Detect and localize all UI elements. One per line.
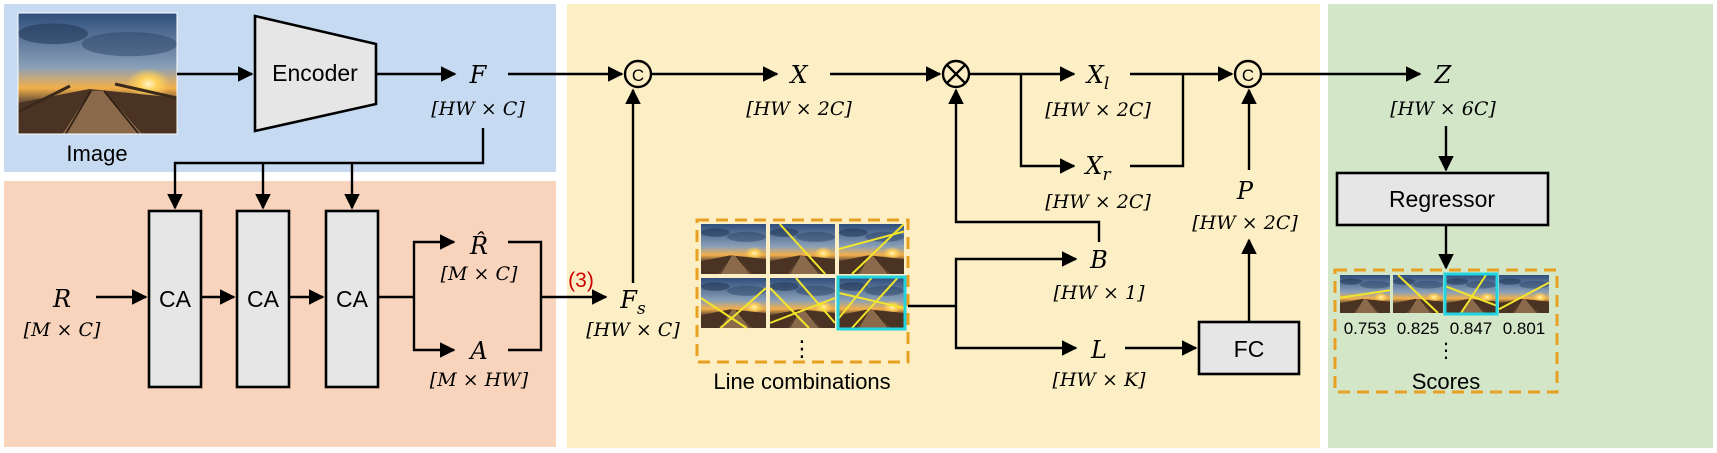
connectors [96,66,1454,358]
encoder-block [253,14,378,133]
equation-reference: (3) [568,269,594,292]
svg-text:Fs: Fs [619,286,646,319]
score-thumbnail [1443,272,1499,316]
svg-text:F: F [469,61,488,89]
scores-label: Scores [1412,369,1480,394]
regressor-block [1335,171,1550,227]
fc-block [1197,320,1301,376]
scores-frame [1333,268,1559,394]
scores-strip: 0.753 0.825 0.847 0.801 [1339,272,1550,338]
regressor-label: Regressor [1389,186,1495,212]
svg-text:X: X [788,61,808,89]
svg-text:R: R [52,285,71,313]
line-combination-thumbnail [836,275,907,331]
svg-text:P: P [1236,177,1254,205]
var-xl: Xl [HW × 2C] [1045,61,1151,121]
ca-label-1: CA [159,286,192,312]
score-value: 0.847 [1450,319,1493,338]
ca-block-3 [324,209,380,389]
fc-label: FC [1234,336,1265,362]
svg-text:C: C [632,66,644,85]
var-f: F [HW × C] [431,61,525,120]
svg-text:R̂: R̂ [469,232,488,260]
line-combination-thumbnail [770,223,835,275]
var-x: X [HW × 2C] [746,61,852,120]
var-l: L [HW × K] [1052,336,1146,391]
var-z: Z [HW × 6C] [1390,61,1496,120]
line-combinations-ellipsis: ⋮ [791,336,813,361]
var-xl-dim: [HW × 2C] [1045,99,1151,121]
svg-text:Xr: Xr [1083,152,1111,185]
line-combination-thumbnail [769,277,836,329]
line-combination-thumbnail [701,224,766,274]
scores-ellipsis: ⋮ [1436,340,1456,362]
var-a-dim: [M × HW] [430,369,529,391]
line-combinations-grid [700,223,907,331]
var-r-hat: R̂ [M × C] [441,232,518,285]
svg-text:B: B [1089,246,1108,274]
var-f-dim: [HW × C] [431,98,525,120]
score-value: 0.753 [1344,319,1387,338]
var-xr: Xr [HW × 2C] [1045,152,1151,213]
line-combination-thumbnail [700,278,767,329]
svg-text:L: L [1090,336,1107,364]
var-xr-dim: [HW × 2C] [1045,191,1151,213]
svg-text:C: C [1242,66,1254,85]
ca-label-2: CA [247,286,280,312]
input-image [17,12,178,135]
line-combinations-frame [695,218,910,364]
var-b-dim: [HW × 1] [1053,282,1145,304]
score-thumbnail [1339,275,1391,313]
svg-text:Xl: Xl [1085,61,1110,94]
var-p-dim: [HW × 2C] [1192,212,1298,234]
var-a: A [M × HW] [430,337,529,391]
ca-block-1 [147,209,203,389]
svg-text:A: A [468,337,487,365]
svg-text:Z: Z [1434,61,1453,89]
score-value: 0.801 [1503,319,1546,338]
var-r: R [M × C] [24,285,101,341]
var-x-dim: [HW × 2C] [746,98,852,120]
score-thumbnail [1393,274,1443,314]
score-thumbnail [1498,275,1550,313]
line-combination-thumbnail [838,223,905,275]
var-l-dim: [HW × K] [1052,369,1146,391]
var-r-hat-dim: [M × C] [441,263,518,285]
var-z-dim: [HW × 6C] [1390,98,1496,120]
image-label: Image [66,141,127,166]
ca-label-3: CA [336,286,369,312]
encoder-label: Encoder [272,60,358,86]
var-r-dim: [M × C] [24,319,101,341]
var-p: P [HW × 2C] [1192,177,1298,234]
ca-block-2 [235,209,291,389]
line-combinations-label: Line combinations [713,369,890,394]
var-fs-dim: [HW × C] [586,319,680,341]
score-value: 0.825 [1397,319,1440,338]
var-fs: Fs [HW × C] [586,286,680,341]
var-b: B [HW × 1] [1053,246,1145,304]
